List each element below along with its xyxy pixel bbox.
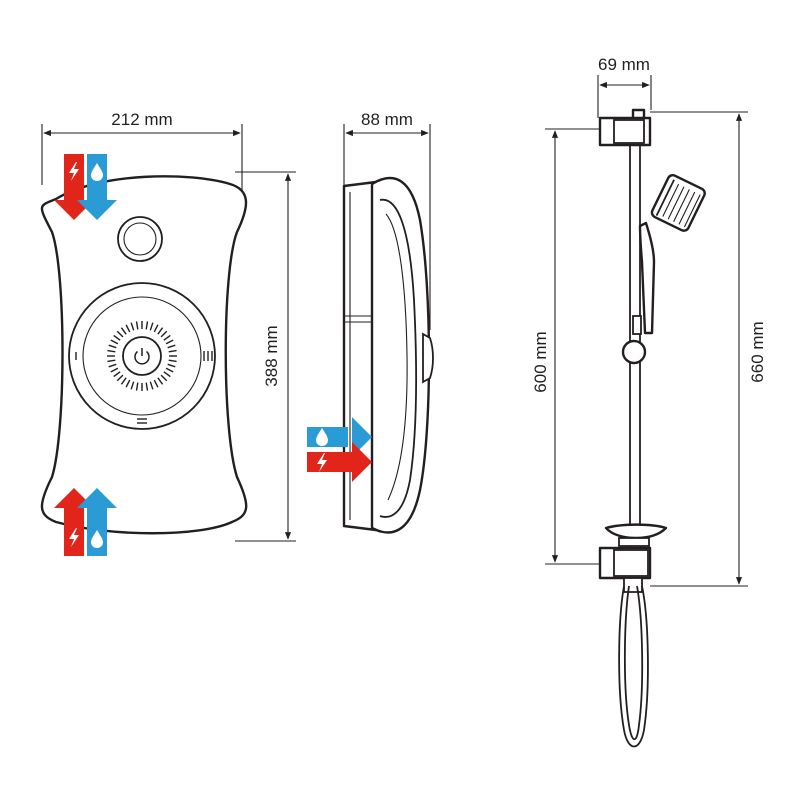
dial-tick (160, 330, 168, 338)
dial-tick (167, 363, 176, 368)
dial-tick (120, 327, 127, 335)
dial-tick (116, 330, 124, 338)
dial-tick (163, 334, 171, 341)
dial-tick (149, 381, 154, 390)
shower-head-handle[interactable] (638, 221, 656, 335)
dial-tick (157, 327, 164, 335)
dial-tick (130, 322, 135, 331)
dial-tick (130, 381, 135, 390)
electric-water-up-arrows-icon (54, 488, 117, 556)
front-height-label: 388 mm (262, 325, 281, 386)
dial-tick (167, 344, 176, 349)
dial-tick (107, 349, 116, 353)
side-depth-dimension: 88 mm (343, 110, 431, 330)
dial-tick (153, 379, 159, 388)
side-depth-label: 88 mm (361, 110, 413, 129)
rail-total-height-label: 660 mm (748, 321, 767, 382)
power-icon[interactable] (134, 348, 150, 365)
right-control-marker[interactable] (203, 351, 213, 361)
dial-tick (125, 324, 131, 333)
rail-center-height-dimension: 600 mm (531, 128, 600, 565)
dial-tick (165, 367, 174, 373)
rail-slider-clip[interactable] (632, 315, 642, 335)
front-width-label: 212 mm (111, 110, 172, 129)
dial-tick (145, 382, 149, 391)
bottom-control-marker[interactable] (137, 418, 147, 424)
front-view: 212 mm 388 mm (40, 110, 296, 556)
dial-tick (107, 359, 116, 363)
side-front-cover (370, 176, 431, 534)
dial-tick (110, 339, 119, 345)
dial-tick (108, 363, 117, 368)
dial-tick-ring (107, 321, 177, 391)
dial-tick (165, 339, 174, 345)
top-wall-bracket (598, 108, 652, 147)
rail-center-height-label: 600 mm (531, 331, 550, 392)
shower-head[interactable] (650, 173, 706, 232)
dial-tick (108, 344, 117, 349)
rail-width-label: 69 mm (598, 55, 650, 74)
bottom-wall-bracket (598, 546, 652, 593)
dial-tick (113, 334, 121, 341)
dial-tick (168, 349, 177, 353)
electric-water-down-arrows-icon (54, 154, 117, 220)
dial-tick (157, 377, 164, 385)
riser-rail-view: 69 mm 600 mm 660 mm (531, 55, 767, 748)
soap-dish (604, 523, 668, 547)
dial-tick (120, 377, 127, 385)
rail-adjust-knob[interactable] (621, 339, 647, 365)
dial-tick (135, 321, 139, 330)
dial-tick (149, 322, 154, 331)
dial-tick (110, 367, 119, 373)
dial-tick (145, 321, 149, 330)
front-width-dimension: 212 mm (41, 110, 243, 192)
dial-tick (168, 359, 177, 363)
rail-total-height-dimension: 660 mm (650, 111, 767, 587)
water-electric-right-arrows-icon (307, 417, 372, 482)
shower-hose (618, 585, 649, 748)
dial-tick (135, 382, 139, 391)
dial-tick (113, 371, 121, 378)
top-round-button[interactable] (117, 216, 163, 262)
dial-tick (125, 379, 131, 388)
side-dial-knob (422, 332, 434, 384)
dial-tick (116, 374, 124, 382)
front-height-dimension: 388 mm (235, 171, 296, 542)
control-dial[interactable] (68, 282, 216, 430)
dial-tick (160, 374, 168, 382)
dial-tick (163, 371, 171, 378)
rail-width-dimension: 69 mm (597, 55, 652, 118)
dial-tick (153, 324, 159, 333)
side-view: 88 mm (307, 110, 434, 534)
